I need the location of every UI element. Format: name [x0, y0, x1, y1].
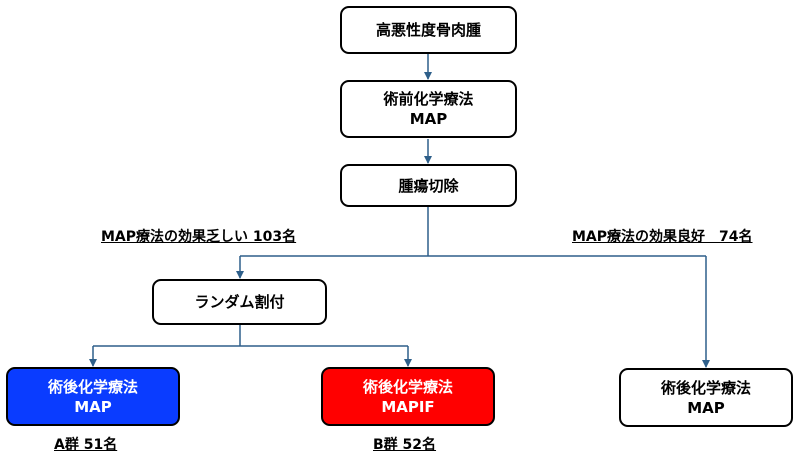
node-regimen: MAP — [687, 398, 725, 417]
node-group-a-postop-map: 術後化学療法 MAP — [6, 367, 180, 426]
node-tumor-resection: 腫瘍切除 — [340, 164, 517, 207]
node-regimen: MAP — [409, 110, 448, 128]
node-label: 術後化学療法 — [362, 377, 453, 396]
label-group-b: B群 52名 — [373, 437, 437, 453]
node-label: ランダム割付 — [194, 293, 285, 311]
label-group-a: A群 51名 — [54, 437, 118, 453]
node-randomization: ランダム割付 — [152, 279, 327, 325]
label-good-response: MAP療法の効果良好 74名 — [572, 229, 753, 245]
node-preop-chemotherapy: 術前化学療法 MAP — [340, 80, 517, 138]
node-group-b-postop-mapif: 術後化学療法 MAPIF — [321, 367, 495, 426]
node-label: 高悪性度骨肉腫 — [375, 21, 481, 39]
node-label: 腫瘍切除 — [398, 176, 459, 195]
node-regimen: MAPIF — [381, 397, 435, 416]
label-poor-response: MAP療法の効果乏しい 103名 — [101, 229, 297, 245]
node-regimen: MAP — [74, 397, 112, 416]
node-label: 術後化学療法 — [660, 378, 751, 397]
node-good-response-postop-map: 術後化学療法 MAP — [619, 368, 793, 427]
node-high-grade-osteosarcoma: 高悪性度骨肉腫 — [340, 6, 517, 54]
node-label: 術前化学療法 — [383, 90, 474, 108]
node-label: 術後化学療法 — [47, 377, 138, 396]
